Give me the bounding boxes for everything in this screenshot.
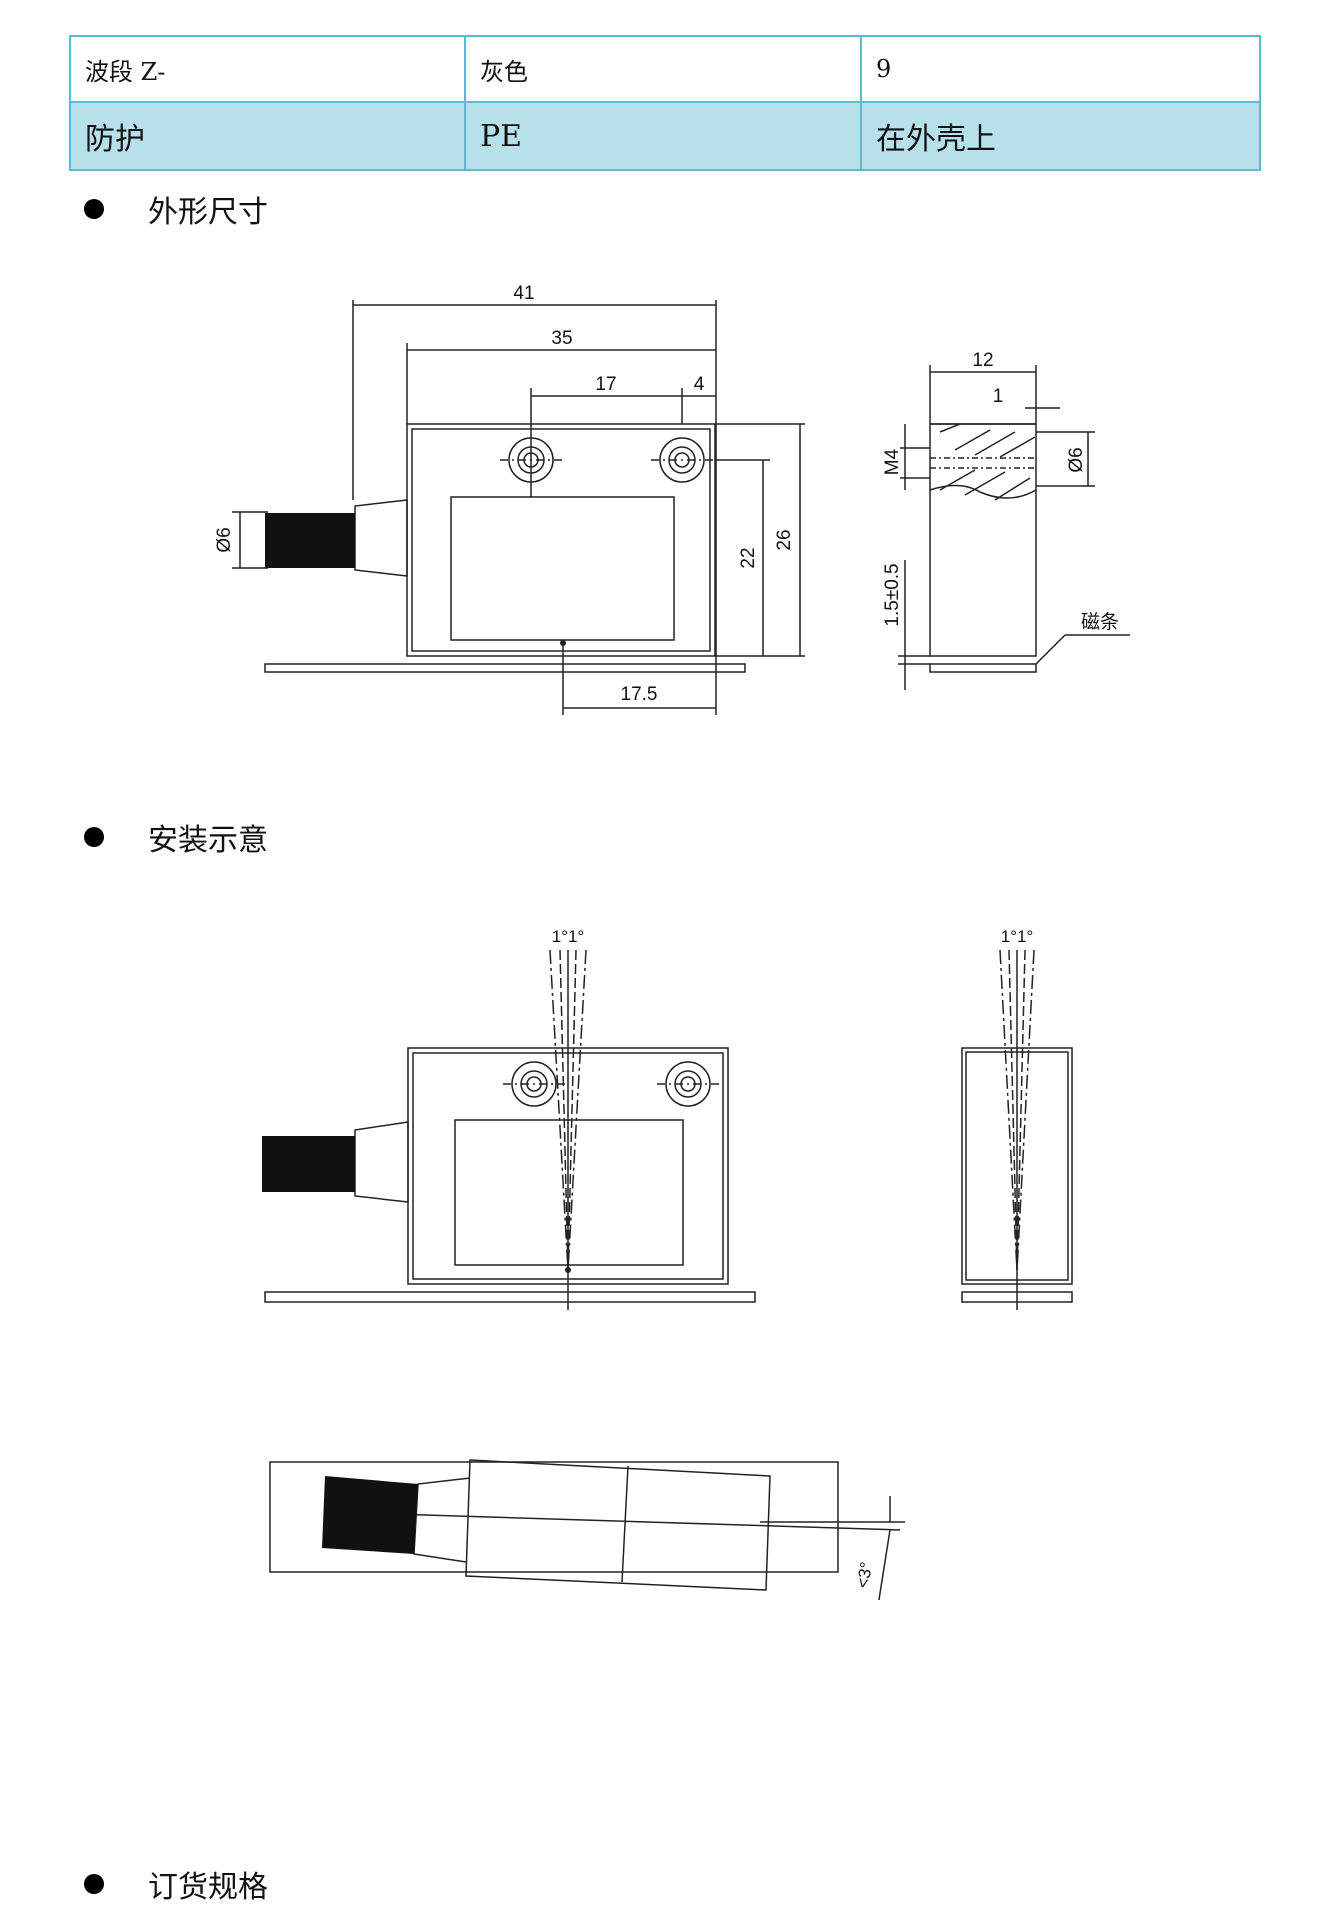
table-cell: 在外壳上 (860, 101, 1261, 171)
table-cell: 9 (860, 35, 1261, 103)
dim-label: 磁条 (1081, 611, 1119, 633)
section-title: 安装示意 (148, 823, 268, 858)
bullet-icon (84, 827, 104, 847)
section-title: 外形尺寸 (148, 195, 268, 230)
bullet-icon (84, 199, 104, 219)
dim-label: Ø6 (1066, 447, 1087, 472)
cable-icon (322, 1476, 418, 1554)
table-cell: 波段 Z- (69, 35, 466, 103)
dim-label: 4 (694, 374, 705, 395)
dimension-drawing: 41 35 17 4 17.5 22 26 Ø6 12 1 (214, 283, 1130, 715)
table-row: 波段 Z- 灰色 9 (69, 35, 1261, 103)
dim-label: 1.5±0.5 (882, 563, 903, 626)
cable-icon (265, 513, 355, 568)
table-cell: 防护 (69, 101, 466, 171)
spec-table: 波段 Z- 灰色 9 防护 PE 在外壳上 (69, 35, 1261, 171)
dim-label: Ø6 (214, 527, 235, 552)
dim-label: 41 (513, 283, 534, 304)
table-cell: PE (464, 101, 862, 171)
dim-label: 12 (972, 350, 993, 371)
cable-icon (262, 1136, 355, 1192)
dim-label: 17 (595, 374, 616, 395)
bullet-icon (84, 1874, 104, 1894)
section-heading-dimensions: 外形尺寸 (84, 187, 268, 231)
table-cell: 灰色 (464, 35, 862, 103)
dim-label: 22 (738, 547, 759, 568)
section-heading-installation: 安装示意 (84, 815, 268, 859)
installation-drawing: 1°1° 1°1° <3° (262, 927, 1073, 1600)
dim-label: M4 (882, 448, 903, 475)
section-title: 订货规格 (148, 1870, 268, 1905)
table-row: 防护 PE 在外壳上 (69, 101, 1261, 171)
angle-label: 1°1° (1001, 927, 1034, 946)
dim-label: 35 (551, 328, 572, 349)
angle-label: 1°1° (552, 927, 585, 946)
dim-label: 17.5 (621, 684, 658, 705)
angle-label: <3° (853, 1561, 876, 1590)
section-heading-ordering: 订货规格 (84, 1862, 268, 1906)
dim-label: 1 (993, 386, 1004, 407)
dim-label: 26 (774, 529, 795, 550)
